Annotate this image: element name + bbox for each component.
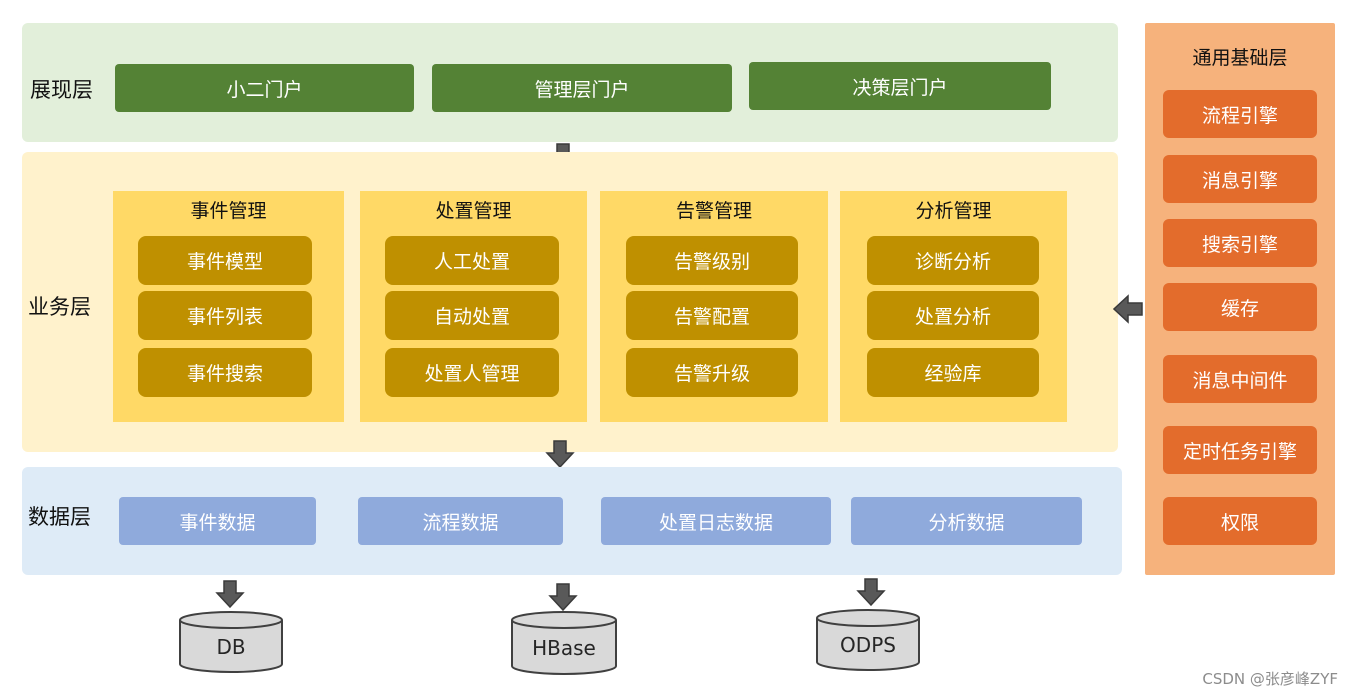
storage-label: DB (216, 635, 245, 659)
storage-label: ODPS (840, 633, 896, 657)
data-item: 分析数据 (851, 497, 1082, 545)
business-item: 事件列表 (138, 291, 312, 340)
foundation-layer-title: 通用基础层 (1192, 47, 1288, 69)
foundation-item: 消息中间件 (1163, 355, 1317, 403)
business-item: 处置分析 (867, 291, 1039, 340)
group-title: 分析管理 (915, 200, 992, 222)
business-item: 告警升级 (626, 348, 798, 397)
data-layer-label: 数据层 (28, 505, 91, 529)
presentation-item: 决策层门户 (749, 62, 1051, 110)
business-item: 告警配置 (626, 291, 798, 340)
business-item: 告警级别 (626, 236, 798, 285)
business-item: 处置人管理 (385, 348, 559, 397)
business-item: 事件模型 (138, 236, 312, 285)
watermark-text: CSDN @张彦峰ZYF (1202, 670, 1338, 688)
business-layer-label: 业务层 (28, 295, 91, 319)
data-item: 流程数据 (358, 497, 563, 545)
database-icon-hbase: HBase (511, 611, 617, 675)
storage-label: HBase (532, 636, 596, 660)
foundation-item: 权限 (1163, 497, 1317, 545)
arrow-down-icon (856, 578, 886, 606)
foundation-item: 流程引擎 (1163, 90, 1317, 138)
arrow-down-icon (215, 580, 245, 608)
foundation-item: 缓存 (1163, 283, 1317, 331)
arrow-left-icon (1113, 294, 1143, 324)
business-group-alert-management: 告警管理 告警级别 告警配置 告警升级 (600, 191, 828, 422)
presentation-layer-label: 展现层 (30, 78, 93, 102)
foundation-item: 定时任务引擎 (1163, 426, 1317, 474)
database-icon-odps: ODPS (816, 609, 920, 671)
business-group-analysis-management: 分析管理 诊断分析 处置分析 经验库 (840, 191, 1067, 422)
data-item: 事件数据 (119, 497, 316, 545)
foundation-item: 搜索引擎 (1163, 219, 1317, 267)
group-title: 告警管理 (675, 200, 752, 222)
business-group-event-management: 事件管理 事件模型 事件列表 事件搜索 (113, 191, 344, 422)
group-title: 处置管理 (435, 200, 512, 222)
data-item: 处置日志数据 (601, 497, 831, 545)
foundation-item: 消息引擎 (1163, 155, 1317, 203)
business-group-disposal-management: 处置管理 人工处置 自动处置 处置人管理 (360, 191, 587, 422)
presentation-item: 小二门户 (115, 64, 414, 112)
group-title: 事件管理 (190, 200, 267, 222)
business-item: 自动处置 (385, 291, 559, 340)
business-item: 经验库 (867, 348, 1039, 397)
business-item: 人工处置 (385, 236, 559, 285)
business-item: 诊断分析 (867, 236, 1039, 285)
business-item: 事件搜索 (138, 348, 312, 397)
database-icon-db: DB (179, 611, 283, 673)
arrow-down-icon (548, 583, 578, 611)
arrow-down-icon (545, 440, 575, 468)
presentation-item: 管理层门户 (432, 64, 732, 112)
